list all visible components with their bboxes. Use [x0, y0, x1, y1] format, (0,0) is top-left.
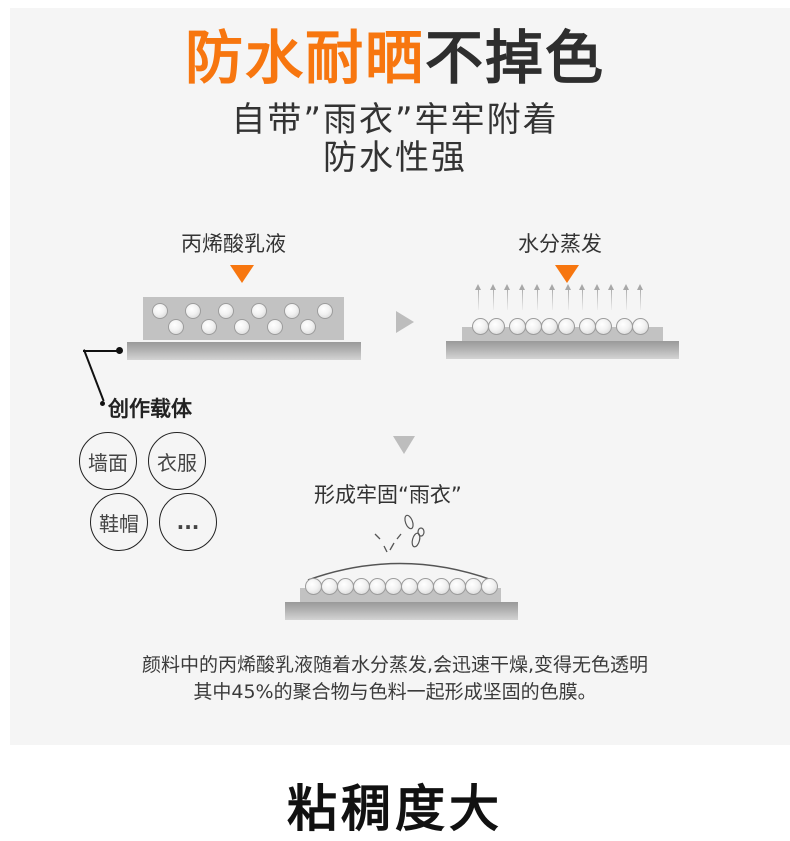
carrier-more: ... — [159, 493, 217, 551]
carrier-clothes: 衣服 — [148, 432, 206, 490]
orange-down-triangle-icon — [555, 265, 579, 283]
up-arrow-icon — [490, 284, 496, 310]
carrier-shoes-hats: 鞋帽 — [90, 493, 148, 551]
subtitle-line-1: 自带”雨衣”牢牢附着 — [231, 100, 559, 140]
subtitle-line-2: 防水性强 — [323, 138, 467, 178]
up-arrow-icon — [475, 284, 481, 310]
water-splash-icon — [307, 514, 493, 581]
headline-accent: 防水耐晒 — [184, 24, 425, 92]
up-arrow-icon — [549, 284, 555, 310]
description-line-1: 颜料中的丙烯酸乳液随着水分蒸发,会迅速干燥,变得无色透明 — [141, 654, 649, 676]
leader-dot-icon — [116, 347, 123, 354]
substrate-plate — [127, 342, 361, 360]
carrier-wall: 墙面 — [79, 432, 137, 490]
up-arrow-icon — [504, 284, 510, 310]
substrate-plate — [446, 341, 679, 359]
step-3-label: 形成牢固“雨衣” — [314, 483, 462, 507]
up-arrow-icon — [608, 284, 614, 310]
up-arrow-icon — [623, 284, 629, 310]
step-2-label: 水分蒸发 — [518, 232, 602, 256]
headline: 防水耐晒不掉色 — [0, 26, 790, 90]
carrier-title: 创作载体 — [108, 397, 192, 421]
leader-dot-icon — [100, 401, 105, 406]
feature-panel — [10, 8, 790, 745]
up-arrow-icon — [534, 284, 540, 310]
up-arrow-icon — [579, 284, 585, 310]
description-line-2: 其中45%的聚合物与色料一起形成坚固的色膜。 — [193, 681, 597, 703]
headline-dark: 不掉色 — [425, 24, 606, 92]
orange-down-triangle-icon — [230, 265, 254, 283]
leader-line — [83, 350, 119, 352]
down-arrow-icon — [393, 436, 415, 454]
section-title-viscosity: 粘稠度大 — [287, 780, 503, 838]
up-arrow-icon — [594, 284, 600, 310]
up-arrow-icon — [637, 284, 643, 310]
up-arrow-icon — [519, 284, 525, 310]
substrate-plate — [285, 602, 518, 620]
right-arrow-icon — [396, 311, 414, 333]
up-arrow-icon — [565, 284, 571, 310]
step-1-label: 丙烯酸乳液 — [181, 232, 286, 256]
